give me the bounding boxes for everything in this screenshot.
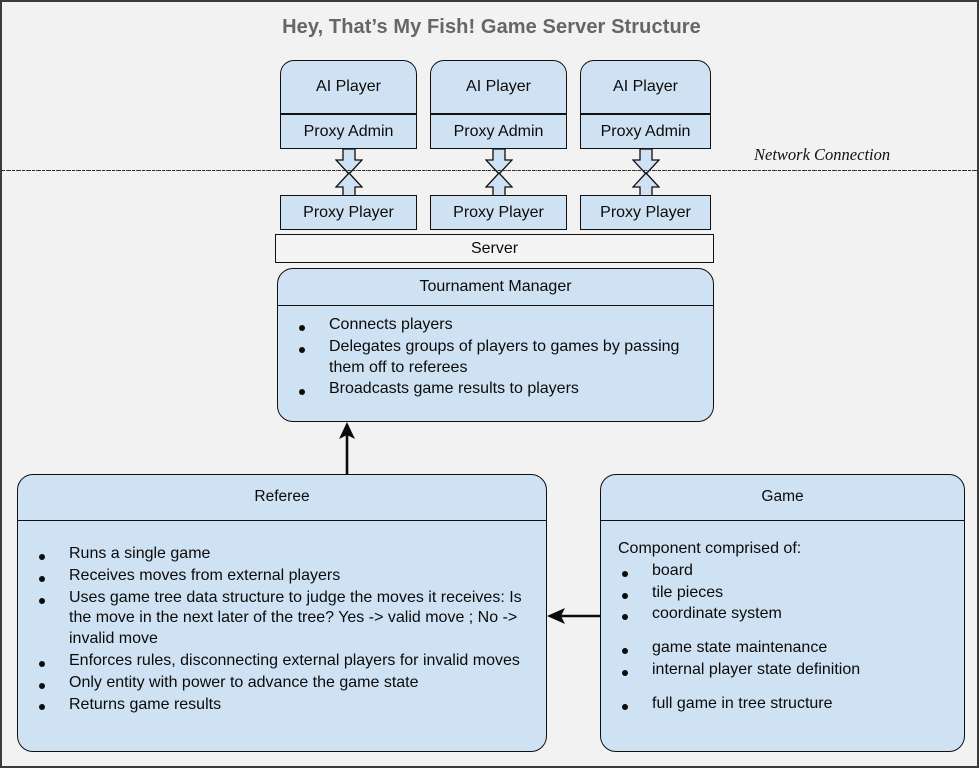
- referee-separator: [17, 520, 547, 521]
- proxy-player-box-3[interactable]: Proxy Player: [580, 195, 711, 230]
- proxy-player-box-2[interactable]: Proxy Player: [430, 195, 567, 230]
- tournament-manager-separator: [277, 305, 714, 306]
- up-block-arrow-3: [632, 172, 660, 198]
- up-block-arrow-1: [335, 172, 363, 198]
- tournament-manager-box[interactable]: [277, 268, 714, 422]
- down-block-arrow-2: [485, 149, 513, 175]
- list-item: Returns game results: [17, 695, 547, 716]
- proxy-player-label-2: Proxy Player: [453, 203, 544, 221]
- proxy-player-label-1: Proxy Player: [303, 203, 394, 221]
- list-item: Enforces rules, disconnecting external p…: [17, 651, 547, 672]
- page-title: Hey, That’s My Fish! Game Server Structu…: [282, 16, 701, 38]
- tournament-manager-title: Tournament Manager: [419, 277, 572, 295]
- proxy-admin-label-1: Proxy Admin: [303, 122, 394, 140]
- referee-bullets: Runs a single game Receives moves from e…: [17, 544, 547, 716]
- list-item: Broadcasts game results to players: [277, 379, 714, 400]
- list-spacer: [600, 626, 965, 638]
- down-block-arrow-3: [632, 149, 660, 175]
- proxy-admin-box-1[interactable]: Proxy Admin: [280, 114, 417, 149]
- up-block-arrow-2: [485, 172, 513, 198]
- ai-player-label-1: AI Player: [316, 78, 381, 95]
- ai-player-label-2: AI Player: [466, 78, 531, 95]
- game-to-referee-arrow: [547, 606, 601, 626]
- ai-player-label-3: AI Player: [613, 78, 678, 95]
- network-connection-label: Network Connection: [754, 145, 891, 164]
- tournament-manager-title-area: Tournament Manager: [277, 268, 714, 305]
- server-box[interactable]: Server: [275, 234, 714, 263]
- list-item: Delegates groups of players to games by …: [277, 337, 714, 379]
- ai-player-box-2[interactable]: AI Player: [430, 60, 567, 114]
- list-item: tile pieces: [600, 583, 965, 604]
- proxy-admin-label-2: Proxy Admin: [453, 122, 544, 140]
- referee-title: Referee: [254, 488, 310, 505]
- game-title: Game: [761, 488, 804, 505]
- list-item: Runs a single game: [17, 544, 547, 565]
- proxy-admin-box-3[interactable]: Proxy Admin: [580, 114, 711, 149]
- proxy-player-label-3: Proxy Player: [600, 203, 691, 221]
- down-block-arrow-1: [335, 149, 363, 175]
- game-bullets: Component comprised of: board tile piece…: [600, 539, 965, 716]
- proxy-admin-box-2[interactable]: Proxy Admin: [430, 114, 567, 149]
- list-item: full game in tree structure: [600, 694, 965, 715]
- list-spacer: [600, 682, 965, 694]
- referee-to-tournament-arrow: [336, 422, 358, 476]
- list-item: Receives moves from external players: [17, 566, 547, 587]
- list-item: coordinate system: [600, 604, 965, 625]
- game-intro-text: Component comprised of:: [618, 540, 802, 557]
- proxy-player-box-1[interactable]: Proxy Player: [280, 195, 417, 230]
- list-item: Uses game tree data structure to judge t…: [17, 588, 547, 650]
- referee-title-area: Referee: [17, 474, 547, 520]
- game-title-area: Game: [600, 474, 965, 520]
- game-separator: [600, 520, 965, 521]
- list-item: Only entity with power to advance the ga…: [17, 673, 547, 694]
- list-item: game state maintenance: [600, 638, 965, 659]
- list-item: internal player state definition: [600, 660, 965, 681]
- ai-player-box-3[interactable]: AI Player: [580, 60, 711, 114]
- tournament-manager-bullets: Connects players Delegates groups of pla…: [277, 315, 714, 401]
- server-label: Server: [470, 239, 519, 257]
- ai-player-box-1[interactable]: AI Player: [280, 60, 417, 114]
- list-item: board: [600, 561, 965, 582]
- network-divider-line: [2, 169, 977, 171]
- list-item: Connects players: [277, 315, 714, 336]
- proxy-admin-label-3: Proxy Admin: [600, 122, 691, 140]
